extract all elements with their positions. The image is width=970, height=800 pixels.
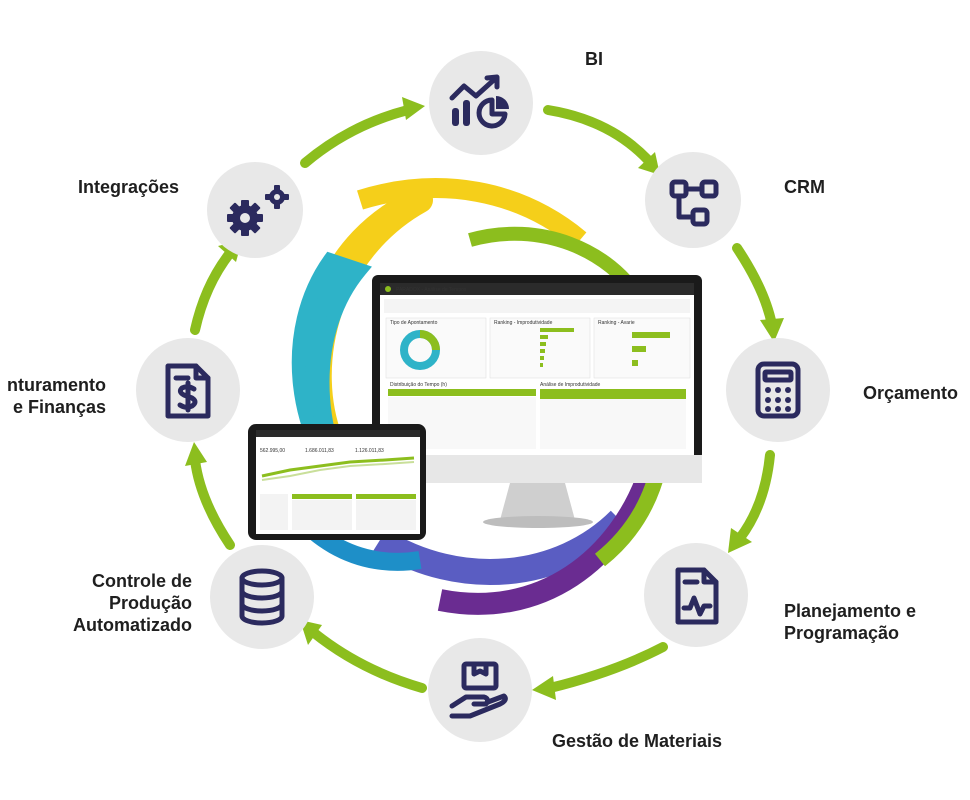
monitor-panel2-title: Ranking - Improdutividade <box>494 320 553 326</box>
node-crm <box>645 152 741 248</box>
label-producao: Controle de Produção Automatizado <box>52 570 192 636</box>
node-bi <box>429 51 533 155</box>
tablet-kpi1: 562.995,00 <box>260 448 285 454</box>
node-materiais <box>428 638 532 742</box>
node-producao <box>210 545 314 649</box>
label-financas-line1: nturamento <box>7 375 106 395</box>
node-orcamento <box>726 338 830 442</box>
monitor-panel3-title: Ranking - Avarie <box>598 320 635 326</box>
label-financas-line2: e Finanças <box>12 397 106 417</box>
label-financas: nturamento e Finanças <box>0 374 106 418</box>
label-orcamento: Orçamento <box>863 383 959 403</box>
tablet-kpi3: 1.126.011,83 <box>355 448 384 454</box>
label-planejamento: Planejamento e Programação <box>784 600 916 644</box>
label-planejamento-line2: Programação <box>784 623 900 643</box>
calculator-icon <box>755 361 801 419</box>
monitor-table2-title: Análise de Improdutividade <box>540 382 601 388</box>
label-planejamento-line1: Planejamento e <box>784 601 917 621</box>
node-planejamento <box>644 543 748 647</box>
label-crm: CRM <box>784 177 825 197</box>
document-signal-icon <box>675 567 719 625</box>
tablet-device: 562.995,00 1.686.011,83 1.126.011,83 <box>248 424 426 540</box>
label-integracoes: Integrações <box>78 177 180 197</box>
monitor-app-title: PARADOX - Análise de Tempos <box>396 287 467 293</box>
label-bi: BI <box>585 49 603 69</box>
database-icon <box>239 568 285 626</box>
tablet-kpi2: 1.686.011,83 <box>305 448 334 454</box>
label-producao-line1: Controle de <box>91 571 192 591</box>
desktop-monitor: PARADOX - Análise de Tempos Tipo de Apon… <box>372 275 702 528</box>
monitor-table1-title: Distribuição do Tempo (h) <box>390 382 447 388</box>
node-financas <box>136 338 240 442</box>
invoice-dollar-icon <box>165 363 211 419</box>
monitor-panel1-title: Tipo de Apontamento <box>390 320 438 326</box>
label-materiais: Gestão de Materiais <box>552 731 723 751</box>
gears-icon <box>227 185 289 236</box>
hand-box-icon <box>449 661 508 719</box>
label-producao-line2: Produção <box>108 593 192 613</box>
network-nodes-icon <box>669 179 719 227</box>
label-producao-line3: Automatizado <box>73 615 192 635</box>
node-integracoes <box>207 162 303 258</box>
chart-growth-icon <box>449 74 509 129</box>
